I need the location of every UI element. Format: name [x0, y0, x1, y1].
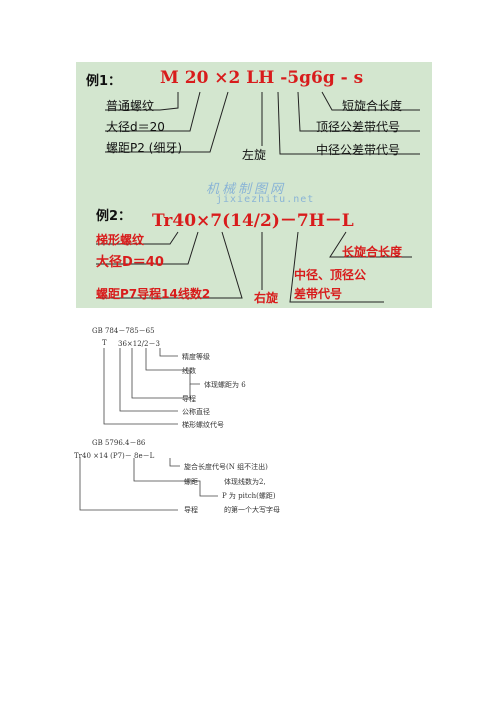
leader-line	[79, 458, 178, 511]
leader-line	[145, 348, 178, 371]
example-2-code: Tr40×7(14/2)－7H－L	[152, 211, 354, 231]
leader-line	[297, 91, 420, 132]
label-trapezoidal-thread: 梯形螺纹	[96, 233, 145, 247]
standard-gb5796: GB 5796.4－86	[92, 439, 146, 447]
label-pitch: 螺距P2 (细牙)	[106, 141, 183, 155]
leader-line	[96, 231, 179, 245]
leader-line	[178, 384, 191, 399]
label-major-diameter: 大径d＝20	[106, 120, 165, 134]
label-thread-count-2: 体现线数为2,	[224, 478, 266, 486]
label-tolerance-line2: 差带代号	[294, 287, 343, 301]
example-1-label: 例1：	[86, 74, 122, 89]
label-tolerance-line1: 中径、顶径公	[294, 268, 367, 282]
leader-line	[159, 348, 178, 357]
leader-line	[329, 231, 412, 258]
leader-line	[96, 231, 199, 265]
label-long-engagement: 长旋合长度	[342, 245, 403, 259]
leader-line	[180, 480, 218, 497]
leader-line	[131, 348, 178, 399]
leader-line	[178, 369, 200, 385]
example-2-label: 例2：	[96, 209, 132, 224]
notation-1-code: 36×12/2－3	[118, 340, 160, 348]
watermark-title: 机械制图网	[206, 182, 287, 197]
leader-line	[103, 348, 178, 425]
label-thread-count: 线数	[182, 367, 196, 375]
label-crest-tolerance: 顶径公差带代号	[316, 120, 401, 134]
leader-line	[277, 91, 420, 155]
leader-line	[96, 231, 243, 299]
leader-line	[105, 91, 229, 153]
label-lead: 导程	[182, 395, 196, 403]
standard-gb784: GB 784－785－65	[92, 327, 155, 335]
leader-line	[105, 92, 179, 111]
label-pitch-6: 体现螺距为 6	[204, 381, 246, 389]
label-pitch-tolerance: 中径公差带代号	[316, 143, 401, 157]
label-short-engagement: 短旋合长度	[342, 99, 403, 113]
label-precision-grade: 精度等级	[182, 353, 210, 361]
label-lead-2: 导程	[184, 506, 198, 514]
label-pitch-2: 螺距	[184, 478, 198, 486]
notation-2-code: Tr40 ×14 (P7)－ 8e－L	[74, 452, 155, 460]
label-trapezoid-code: 梯形螺纹代号	[182, 421, 224, 429]
label-nominal-diameter: 公称直径	[182, 408, 210, 416]
label-ordinary-thread: 普通螺纹	[106, 99, 155, 113]
leader-line	[169, 458, 180, 467]
label-pitch-lead: 螺距P7导程14线数2	[96, 287, 211, 301]
example-1-code: M 20 ×2 LH -5g6g - s	[160, 68, 364, 88]
leader-line	[133, 458, 180, 482]
label-major-diameter-2: 大径D＝40	[96, 255, 164, 270]
watermark-url: jixiezhitu.net	[216, 194, 315, 205]
leader-line	[105, 91, 201, 132]
leader-line	[321, 91, 420, 111]
label-first-capital: 的第一个大写字母	[224, 506, 280, 514]
label-engagement-code: 旋合长度代号(N 组不注出)	[184, 463, 268, 471]
leader-line	[289, 231, 384, 303]
leader-line	[119, 348, 178, 412]
label-pitch-definition: P 为 pitch(螺距)	[222, 492, 276, 500]
label-left-hand: 左旋	[242, 148, 267, 162]
example-panel	[76, 62, 432, 308]
label-right-hand: 右旋	[254, 291, 279, 305]
notation-1-code-t: T	[102, 339, 107, 347]
